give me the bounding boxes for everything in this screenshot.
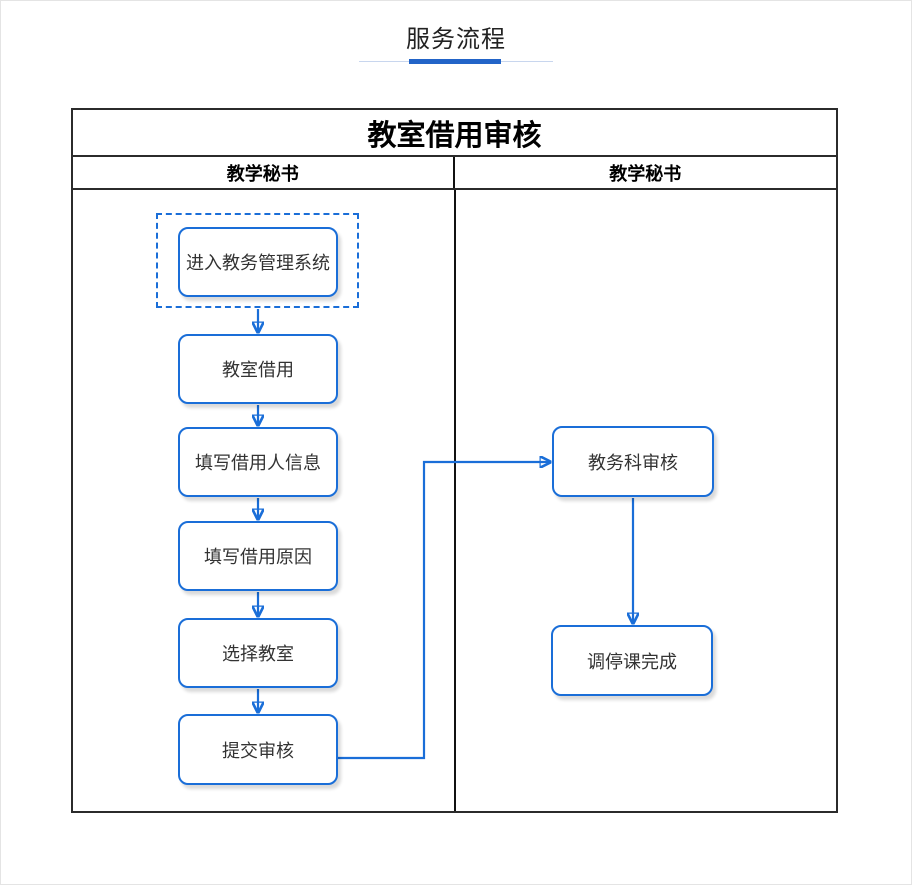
lane-headers: 教学秘书 教学秘书 — [73, 157, 836, 190]
flowchart-title: 教室借用审核 — [73, 110, 836, 157]
title-underline-accent — [409, 59, 501, 64]
flow-node-reschedule-complete: 调停课完成 — [551, 625, 713, 696]
selection-dashed-rect — [156, 213, 359, 308]
lane-header-right: 教学秘书 — [609, 163, 682, 184]
page-title: 服务流程 — [406, 26, 506, 53]
flow-node-fill-reason: 填写借用原因 — [178, 521, 338, 591]
flow-node-submit-review: 提交审核 — [178, 714, 338, 785]
flow-node-office-review: 教务科审核 — [552, 426, 714, 497]
lane-divider — [453, 190, 456, 811]
flow-node-select-classroom: 选择教室 — [178, 618, 338, 688]
flow-node-enter-system: 进入教务管理系统 — [178, 227, 338, 297]
flow-node-classroom-borrow: 教室借用 — [178, 334, 338, 404]
lane-header-left: 教学秘书 — [73, 157, 455, 188]
flow-node-fill-borrower-info: 填写借用人信息 — [178, 427, 338, 497]
